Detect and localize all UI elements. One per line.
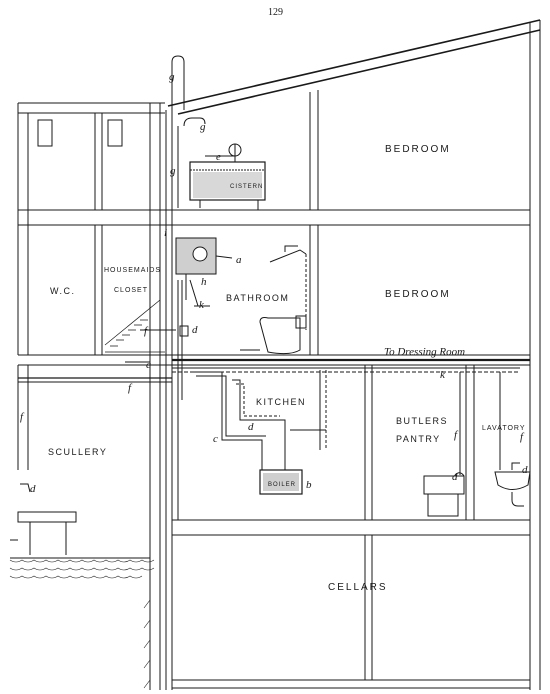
room-label-butlers-2: PANTRY — [396, 434, 441, 444]
letter-d-kitchen: d — [248, 421, 254, 433]
letter-c-kitchen: c — [213, 433, 218, 445]
central-shaft — [149, 103, 173, 690]
shower-fitting — [269, 245, 307, 330]
letter-f-butler: f — [454, 429, 459, 441]
letter-f-bath: f — [144, 325, 149, 337]
letter-f-scullery-top: f — [128, 382, 133, 394]
letter-e: e — [216, 151, 221, 163]
letter-k-right: k — [440, 369, 446, 381]
upper-floor — [18, 209, 530, 226]
service-runs — [18, 367, 520, 475]
pipework-bath — [150, 274, 210, 520]
letter-i: i — [164, 227, 167, 239]
room-label-housemaids-2: CLOSET — [114, 287, 148, 294]
letter-g-top: g — [169, 71, 175, 83]
room-label-scullery: SCULLERY — [48, 447, 107, 457]
letter-c-bath: c — [146, 359, 151, 371]
letter-f-scullery: f — [20, 411, 25, 423]
pipework-kitchen — [190, 371, 286, 470]
letter-k: k — [199, 299, 205, 311]
letter-a: a — [236, 254, 242, 266]
middle-floor — [18, 354, 530, 366]
letter-d-butler: d — [452, 471, 458, 483]
room-label-lavatory: LAVATORY — [482, 425, 526, 432]
hot-water-cylinder — [175, 237, 233, 275]
room-label-bedroom-middle: BEDROOM — [385, 289, 451, 300]
butlers-sink — [423, 472, 465, 517]
wc-cistern — [37, 119, 150, 363]
boiler — [259, 469, 303, 495]
boiler-label: BOILER — [268, 482, 296, 488]
letter-d-scullery: d — [30, 483, 36, 495]
cistern — [189, 143, 266, 210]
to-dressing-room-annotation: To Dressing Room — [384, 346, 465, 358]
letter-b: b — [306, 479, 312, 491]
cellar-walls — [172, 535, 530, 689]
letter-h: h — [201, 276, 207, 288]
room-label-housemaids-1: HOUSEMAIDS — [104, 267, 161, 274]
letter-g-left: g — [170, 165, 176, 177]
room-label-butlers-1: BUTLERS — [396, 416, 448, 426]
upper-walls — [94, 90, 319, 355]
ground-hatching — [9, 559, 155, 689]
letter-d-lav: d — [522, 464, 528, 476]
roof — [167, 19, 541, 690]
cistern-label: CISTERN — [230, 184, 263, 190]
letter-g-vent: g — [200, 121, 206, 133]
bath-fixture — [240, 315, 307, 355]
room-label-kitchen: KITCHEN — [256, 397, 306, 407]
room-label-wc: W.C. — [50, 286, 76, 296]
room-label-bedroom-upper: BEDROOM — [385, 144, 451, 155]
vent-pipe — [171, 55, 206, 208]
scullery-sink — [10, 483, 77, 555]
ground-floor — [10, 519, 530, 559]
lavatory-basin — [494, 462, 531, 507]
letter-f-lav: f — [520, 431, 525, 443]
room-label-bathroom: BATHROOM — [226, 293, 289, 303]
room-label-cellars: CELLARS — [328, 582, 388, 593]
stairs — [104, 299, 165, 353]
letter-d-bath: d — [192, 324, 198, 336]
left-wing-top — [17, 102, 165, 355]
page-number: 129 — [268, 7, 283, 18]
